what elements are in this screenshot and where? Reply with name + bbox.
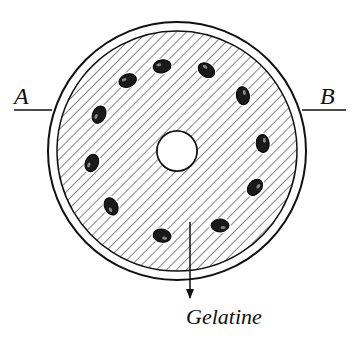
seed-halo — [193, 57, 220, 83]
seed-highlight — [87, 162, 92, 168]
center-hole — [157, 131, 197, 171]
seed-halo — [150, 57, 174, 77]
seed-halo — [254, 132, 272, 155]
seed-highlight — [256, 183, 262, 189]
seed — [87, 101, 111, 128]
material-label: Gelatine — [186, 306, 262, 328]
seed — [254, 132, 272, 155]
seed-halo — [209, 217, 231, 233]
leader-arrow — [189, 222, 191, 298]
seed — [193, 57, 220, 83]
seed — [209, 217, 231, 233]
seed — [80, 150, 103, 176]
seed-highlight — [121, 77, 127, 82]
seed — [150, 226, 174, 246]
seed-highlight — [242, 90, 246, 95]
seed-highlight — [162, 236, 167, 240]
seed-body — [235, 86, 251, 106]
seed-halo — [150, 226, 174, 246]
section-letter: A — [14, 84, 29, 108]
seed — [150, 57, 174, 77]
seed-group — [80, 57, 271, 246]
seed-body — [255, 134, 270, 153]
dish-rim — [48, 22, 306, 280]
seed-body — [82, 152, 101, 174]
section-line-a — [14, 109, 52, 111]
seed-highlight — [156, 63, 161, 67]
gelatine-layer — [57, 31, 297, 271]
seed-highlight — [263, 138, 266, 143]
seed-body — [89, 104, 108, 126]
seed-highlight — [108, 207, 113, 213]
seed-body — [152, 228, 172, 244]
seed-body — [195, 60, 217, 81]
seed-body — [117, 71, 138, 89]
seed-highlight — [221, 226, 226, 229]
seed-halo — [87, 101, 111, 128]
seed-halo — [115, 69, 141, 92]
seed-halo — [80, 150, 103, 176]
seed-halo — [242, 174, 268, 201]
seed — [242, 174, 268, 201]
seed-body — [244, 176, 266, 198]
section-line-b — [302, 109, 346, 111]
seed-highlight — [202, 64, 208, 69]
seed-halo — [233, 83, 253, 107]
seed — [115, 69, 141, 92]
section-letter: B — [320, 84, 335, 108]
seed-body — [211, 219, 229, 232]
seed-body — [152, 58, 172, 74]
seed — [233, 83, 253, 107]
seed — [99, 193, 123, 220]
seed-body — [101, 195, 120, 217]
seed-highlight — [94, 114, 99, 120]
seed-halo — [99, 193, 123, 220]
